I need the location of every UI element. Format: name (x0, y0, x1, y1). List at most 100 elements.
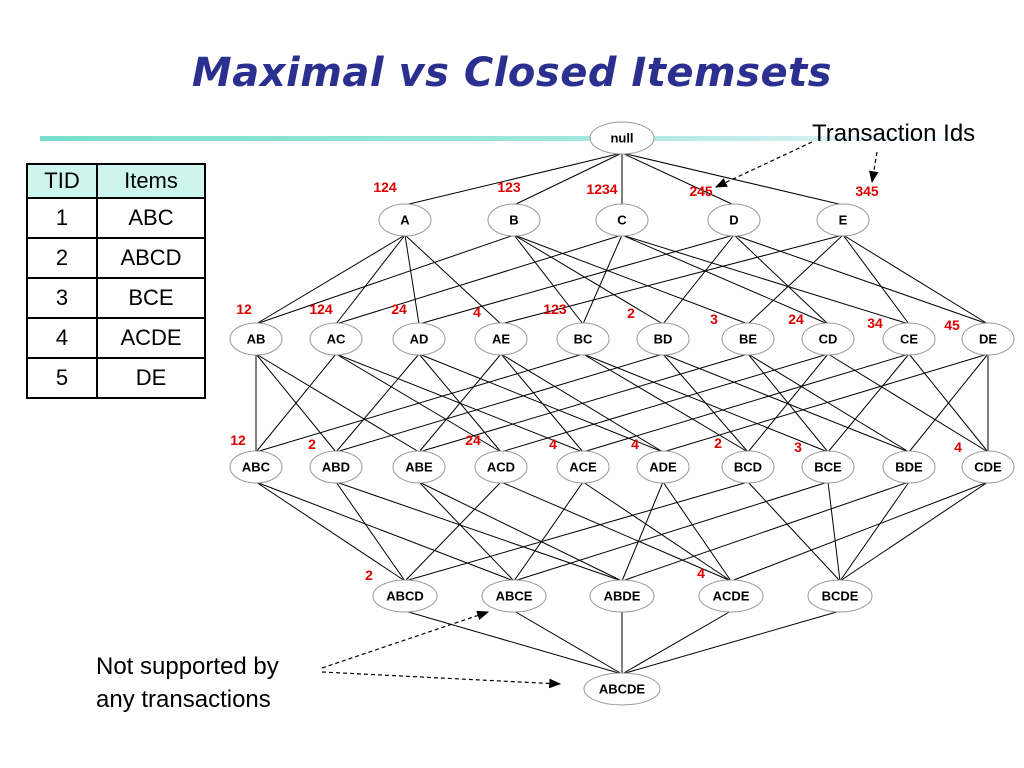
tid-label-bc: 123 (543, 301, 567, 317)
edge-AD-ADE (418, 353, 664, 453)
node-label: BD (654, 332, 673, 347)
table-row: 4 ACDE (26, 317, 206, 359)
edge-E-BE (747, 234, 844, 325)
edge-A-AD (404, 234, 420, 325)
tid-label-acd: 24 (465, 432, 481, 448)
node-ellipse (309, 450, 363, 484)
edge-C-CE (621, 234, 910, 325)
node-label: CE (900, 332, 918, 347)
edge-ABD-ABCD (335, 481, 406, 582)
itemset-node-abcde: ABCDE (583, 672, 661, 706)
edge-CDE-BCDE (839, 481, 989, 582)
node-ellipse (698, 579, 764, 613)
transaction-ids-annotation: Transaction Ids (812, 120, 976, 147)
edge-BCD-BCDE (747, 481, 841, 582)
itemset-node-bde: BDE (882, 450, 936, 484)
edge-ABC-ABCD (255, 481, 406, 582)
node-label: ABCDE (599, 682, 646, 697)
itemset-node-abcd: ABCD (372, 579, 438, 613)
table-row: 1 ABC (26, 197, 206, 239)
node-label: null (610, 131, 633, 146)
node-ellipse (961, 450, 1015, 484)
edge-CE-ACE (582, 353, 910, 453)
edge-ACD-ABCD (404, 481, 502, 582)
itemset-node-c: C (595, 203, 649, 237)
edge-null-D (621, 152, 735, 206)
edge-BE-BDE (747, 353, 910, 453)
edge-DE-ADE (662, 353, 989, 453)
itemset-node-null: null (589, 121, 655, 155)
node-label: D (729, 213, 738, 228)
table-header-row: TID Items (26, 163, 206, 199)
tid-label-e: 345 (855, 183, 879, 199)
tid-cell: 2 (26, 237, 98, 279)
node-ellipse (589, 579, 655, 613)
itemset-node-bce: BCE (801, 450, 855, 484)
tid-label-bcd: 2 (714, 435, 722, 451)
itemset-node-abde: ABDE (589, 579, 655, 613)
itemset-node-bd: BD (636, 322, 690, 356)
itemset-node-ace: ACE (556, 450, 610, 484)
edge-BE-ABE (418, 353, 749, 453)
edge-CD-ACD (500, 353, 829, 453)
node-ellipse (487, 203, 541, 237)
edge-B-BE (513, 234, 749, 325)
edge-ABCE-ABCDE (513, 610, 623, 675)
node-ellipse (636, 450, 690, 484)
edge-ACDE-ABCDE (621, 610, 732, 675)
edge-ACE-ABCE (513, 481, 584, 582)
arrow-trans-to-d (714, 141, 813, 188)
node-label: AB (247, 332, 266, 347)
node-ellipse (882, 450, 936, 484)
tid-cell: 4 (26, 317, 98, 359)
node-ellipse (807, 579, 873, 613)
tid-label-cde: 4 (954, 439, 962, 455)
node-ellipse (229, 450, 283, 484)
itemset-node-e: E (816, 203, 870, 237)
node-ellipse (309, 322, 363, 356)
node-label: A (400, 213, 410, 228)
tid-label-c: 1234 (586, 181, 617, 197)
node-label: BE (739, 332, 757, 347)
table-row: 2 ABCD (26, 237, 206, 279)
node-ellipse (556, 450, 610, 484)
transactions-table: TID Items 1 ABC 2 ABCD 3 BCE 4 ACDE 5 DE (26, 163, 206, 399)
not-supported-line-2: any transactions (96, 686, 271, 713)
edge-AC-ABC (255, 353, 337, 453)
arrow-unsupp-to-abce (321, 610, 490, 669)
edge-DE-BDE (908, 353, 989, 453)
edge-BC-ABC (255, 353, 584, 453)
itemset-node-bcde: BCDE (807, 579, 873, 613)
arrow-trans-to-e (869, 151, 879, 184)
tid-cell: 1 (26, 197, 98, 239)
edge-CDE-ACDE (730, 481, 989, 582)
edge-ACD-ACDE (500, 481, 732, 582)
edge-C-AC (335, 234, 623, 325)
node-ellipse (801, 450, 855, 484)
edge-ABCD-ABCDE (404, 610, 623, 675)
tid-label-ade: 4 (631, 436, 639, 452)
node-label: CDE (974, 460, 1002, 475)
node-ellipse (707, 203, 761, 237)
edge-B-AB (255, 234, 515, 325)
edge-BD-BCD (662, 353, 749, 453)
itemset-node-ce: CE (882, 322, 936, 356)
edge-BCE-ABCE (513, 481, 829, 582)
edge-ABD-ABDE (335, 481, 623, 582)
items-cell: DE (96, 357, 206, 399)
edge-ACE-ACDE (582, 481, 732, 582)
node-ellipse (583, 672, 661, 706)
items-cell: BCE (96, 277, 206, 319)
tid-label-ad: 24 (391, 301, 407, 317)
node-label: BCDE (822, 589, 859, 604)
tid-label-ae: 4 (473, 304, 481, 320)
tid-label-ab: 12 (236, 301, 252, 317)
node-ellipse (882, 322, 936, 356)
tid-label-abcd: 2 (365, 567, 373, 583)
edge-AB-ABE (255, 353, 420, 453)
tid-label-abd: 2 (308, 436, 316, 452)
edge-D-CD (733, 234, 829, 325)
itemset-node-cd: CD (801, 322, 855, 356)
node-label: BCD (734, 460, 762, 475)
